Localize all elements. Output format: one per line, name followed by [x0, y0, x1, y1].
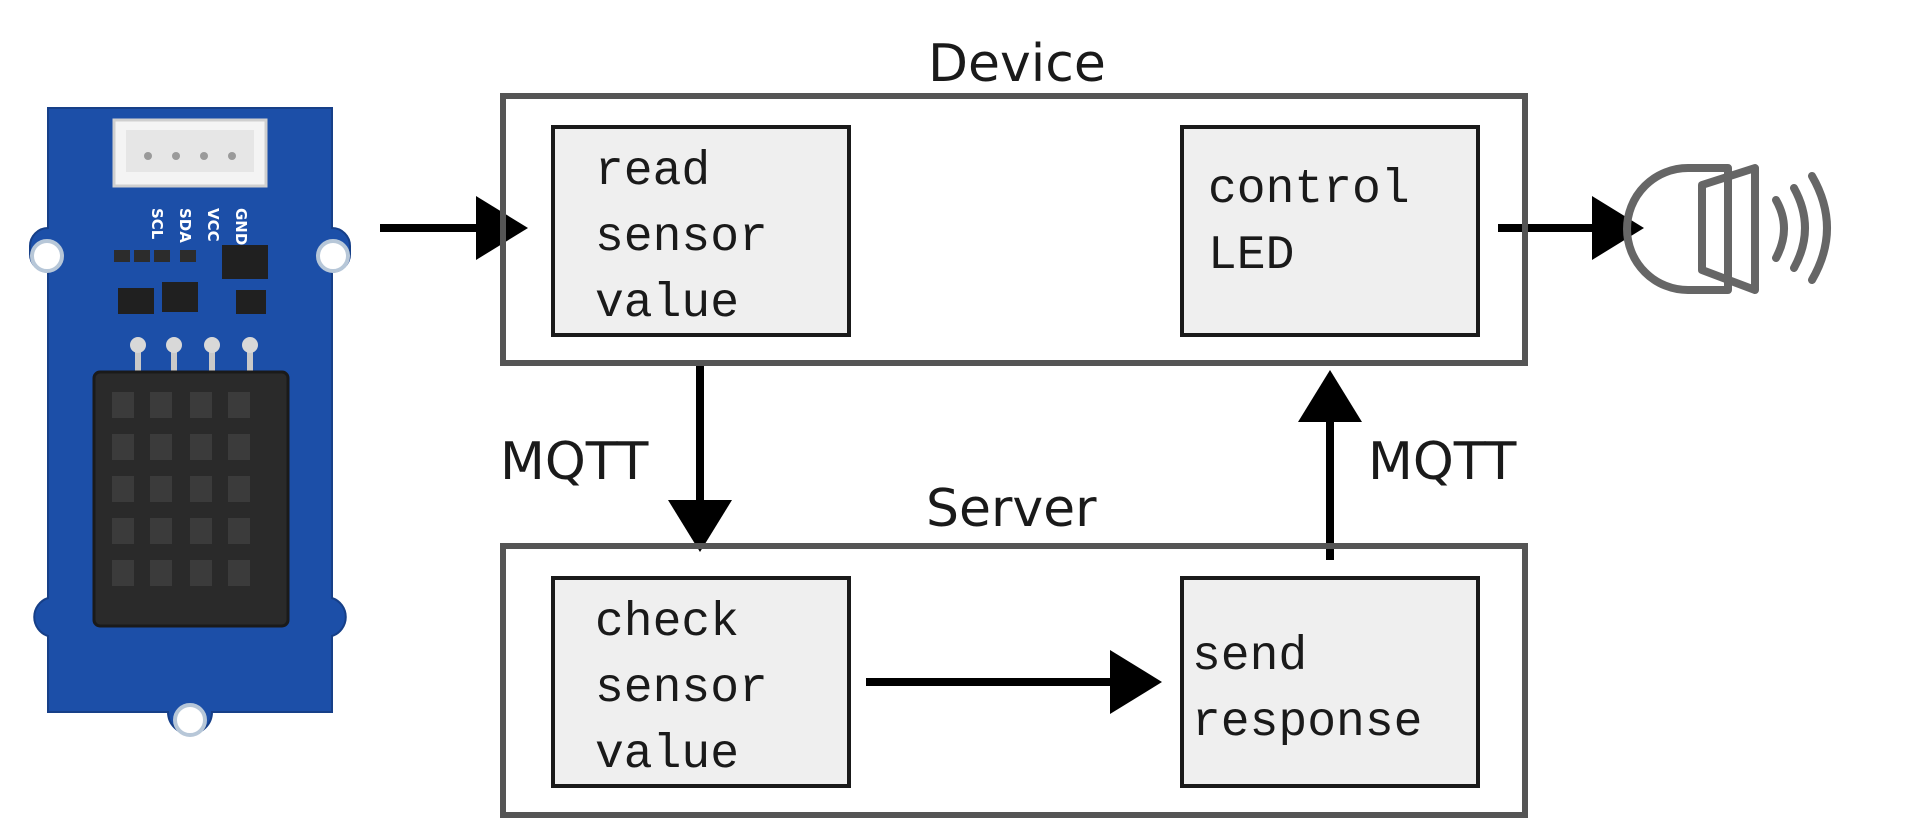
pin-label: GND	[232, 208, 250, 245]
device-title: Device	[928, 34, 1106, 94]
step-line: value	[595, 277, 740, 331]
step-line: send	[1192, 630, 1308, 684]
step-line: LED	[1208, 229, 1295, 283]
arrow-led-to-speaker	[1498, 196, 1644, 260]
pin-label: SDA	[176, 208, 194, 243]
sensor-board-icon: SCL SDA VCC GND	[29, 107, 351, 737]
step-line: response	[1192, 696, 1423, 750]
device-group	[500, 93, 1528, 366]
pin-label: SCL	[148, 208, 166, 240]
step-line: check	[595, 596, 740, 650]
mqtt-label-down: MQTT	[500, 432, 649, 492]
read-sensor-value-box: read sensor value	[551, 125, 851, 337]
step-line: sensor	[595, 662, 768, 716]
arrow-server-to-device	[1298, 370, 1362, 560]
check-sensor-value-box: check sensor value	[551, 576, 851, 788]
step-line: read	[595, 145, 711, 199]
mqtt-label-up: MQTT	[1368, 432, 1517, 492]
pin-label: VCC	[204, 208, 222, 242]
step-line: value	[595, 728, 740, 782]
arrow-device-to-server	[668, 365, 732, 552]
send-response-box: send response	[1180, 576, 1480, 788]
control-led-box: control LED	[1180, 125, 1480, 337]
speaker-icon	[1623, 164, 1831, 294]
step-line: control	[1208, 163, 1410, 217]
server-title: Server	[926, 479, 1097, 539]
arrow-check-to-send	[866, 650, 1162, 714]
step-line: sensor	[595, 211, 768, 265]
server-group	[500, 543, 1528, 818]
